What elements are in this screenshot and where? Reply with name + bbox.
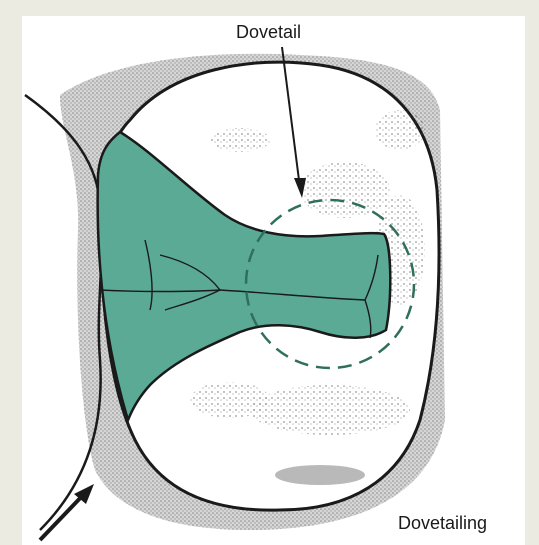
- dovetailing-arrow: [40, 484, 94, 540]
- dovetail-label: Dovetail: [236, 22, 301, 43]
- dovetailing-label: Dovetailing: [398, 513, 487, 534]
